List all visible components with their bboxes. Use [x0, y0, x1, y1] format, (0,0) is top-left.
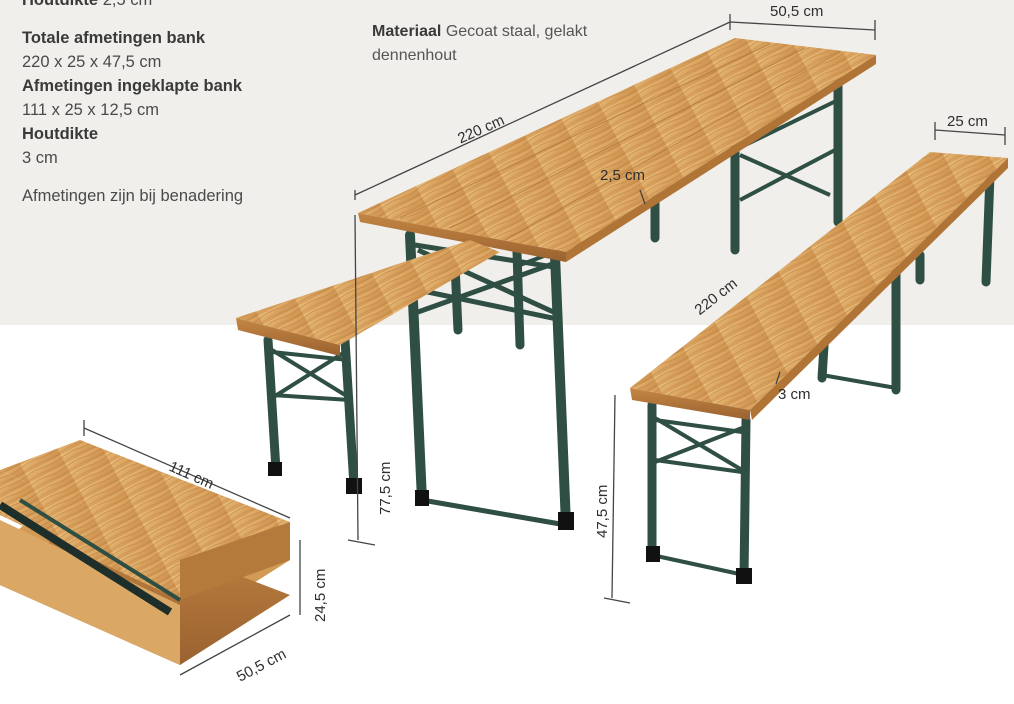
dim-folded-width: 50,5 cm: [234, 645, 289, 685]
spec-list: Houtdikte 2,5 cm Totale afmetingen bank …: [22, 0, 362, 208]
dim-table-width: 50,5 cm: [770, 3, 823, 20]
dim-folded-height: 24,5 cm: [312, 569, 329, 622]
folded-bench: [0, 440, 290, 665]
spec-bench-folded-value: 111 x 25 x 12,5 cm: [22, 101, 159, 119]
material-info: Materiaal Gecoat staal, gelakt dennenhou…: [372, 20, 672, 68]
dim-bench-width: 25 cm: [947, 113, 988, 130]
dimension-lines: [83, 14, 1006, 676]
material-label: Materiaal: [372, 23, 442, 40]
dim-bench-thickness: 3 cm: [778, 386, 811, 403]
spec-bench-wood-label: Houtdikte: [22, 125, 99, 143]
dim-table-height: 77,5 cm: [377, 462, 394, 515]
spec-bench-total-value: 220 x 25 x 47,5 cm: [22, 53, 162, 71]
spec-label: Houtdikte: [22, 0, 99, 9]
material-value: Gecoat staal, gelakt dennenhout: [372, 23, 588, 64]
spec-disclaimer: Afmetingen zijn bij benadering: [22, 187, 244, 205]
spec-table-wood-thickness: Houtdikte 2,5 cm: [22, 0, 362, 12]
left-bench: [236, 240, 500, 494]
spec-bench-wood-value: 3 cm: [22, 149, 58, 167]
spec-bench-folded-label: Afmetingen ingeklapte bank: [22, 77, 243, 95]
table: [358, 38, 876, 530]
dim-bench-height: 47,5 cm: [594, 485, 611, 538]
spec-value: 2,5 cm: [102, 0, 153, 9]
right-bench: [630, 152, 1008, 584]
spec-bench-total-label: Totale afmetingen bank: [22, 29, 206, 47]
dim-table-thickness: 2,5 cm: [600, 167, 645, 184]
dim-table-length: 220 cm: [455, 112, 507, 148]
